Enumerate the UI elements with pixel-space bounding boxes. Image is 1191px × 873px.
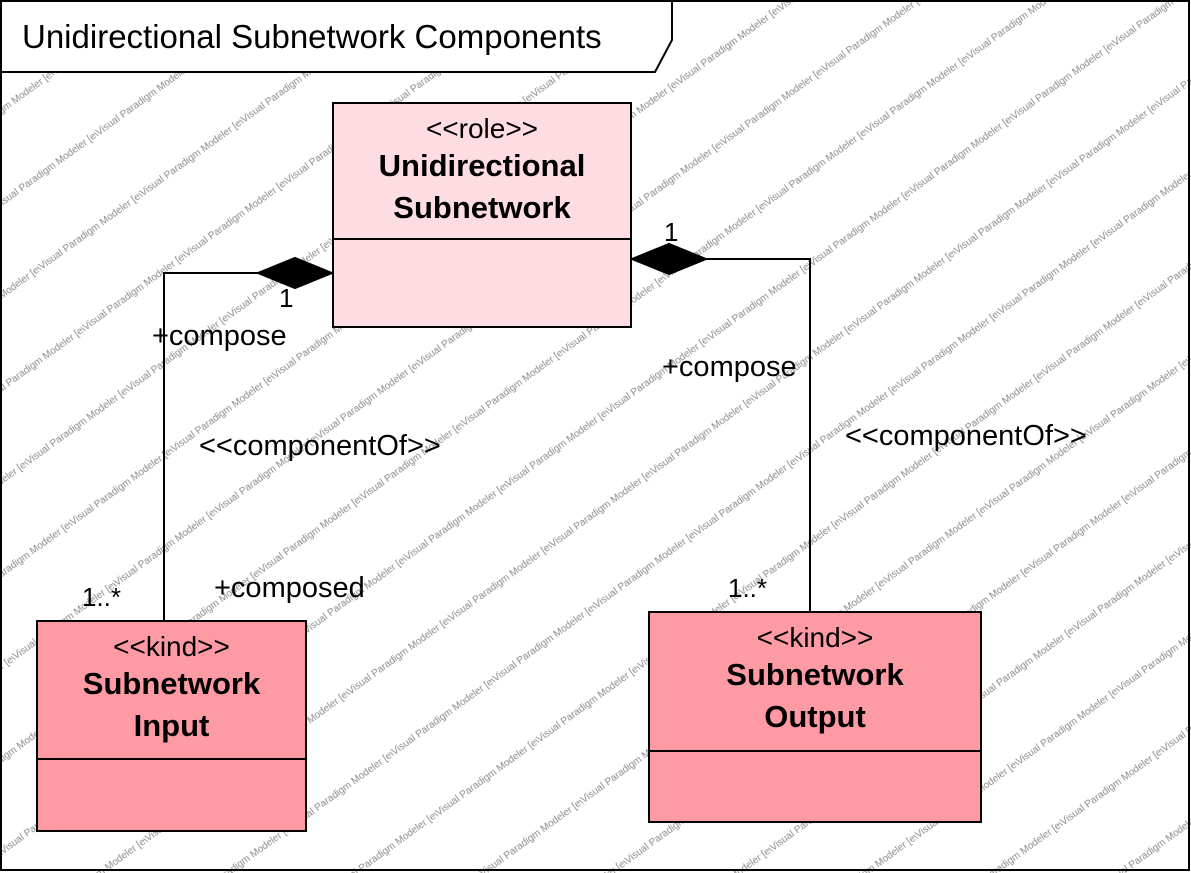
part-multiplicity-left: 1..* bbox=[82, 582, 122, 612]
part-role-left: +composed bbox=[214, 572, 365, 604]
class-subnetwork-output[interactable]: <<kind>> Subnetwork Output bbox=[648, 611, 982, 823]
class-subnetwork-input[interactable]: <<kind>> Subnetwork Input bbox=[36, 620, 307, 832]
whole-multiplicity-right: 1 bbox=[664, 217, 679, 247]
association-line-output[interactable] bbox=[706, 258, 811, 611]
class-name-line-2: Output bbox=[764, 699, 866, 734]
whole-multiplicity-left: 1 bbox=[279, 283, 294, 313]
composition-diamond-output bbox=[629, 242, 709, 276]
association-stereotype-left: <<componentOf>> bbox=[199, 430, 441, 462]
association-stereotype-right: <<componentOf>> bbox=[845, 420, 1087, 452]
class-unidirectional-subnetwork[interactable]: <<role>> Unidirectional Subnetwork bbox=[332, 102, 632, 328]
composition-diamond-input bbox=[255, 256, 335, 290]
frame-title-tab bbox=[0, 0, 673, 73]
class-header: <<kind>> Subnetwork Input bbox=[38, 622, 305, 760]
diagram-title: Unidirectional Subnetwork Components bbox=[22, 18, 602, 55]
part-multiplicity-right: 1..* bbox=[728, 573, 768, 603]
association-line-input[interactable] bbox=[163, 272, 258, 620]
class-name-line-2: Input bbox=[133, 708, 210, 743]
whole-role-left: +compose bbox=[152, 320, 287, 352]
class-header: <<kind>> Subnetwork Output bbox=[650, 613, 980, 752]
class-name-line-1: Subnetwork bbox=[726, 657, 904, 692]
class-header: <<role>> Unidirectional Subnetwork bbox=[334, 104, 630, 240]
class-name-line-1: Subnetwork bbox=[82, 666, 261, 701]
stereotype-label: <<kind>> bbox=[113, 631, 230, 662]
class-name-line-2: Subnetwork bbox=[393, 190, 571, 225]
whole-role-right: +compose bbox=[662, 351, 797, 383]
stereotype-label: <<kind>> bbox=[756, 622, 874, 653]
class-name-line-1: Unidirectional bbox=[378, 148, 586, 183]
stereotype-label: <<role>> bbox=[425, 113, 539, 144]
